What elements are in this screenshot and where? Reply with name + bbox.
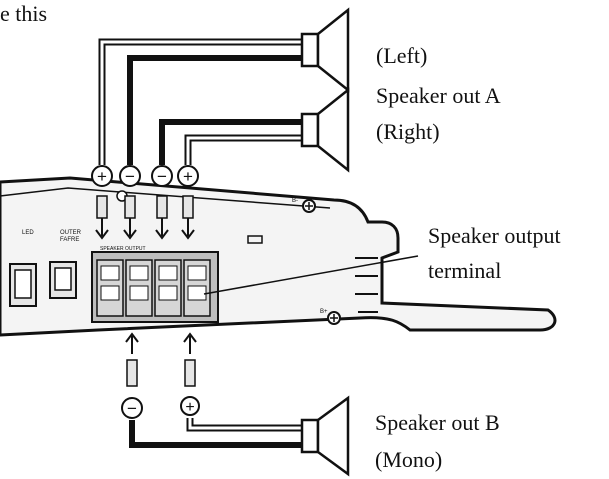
svg-text:+: + <box>183 167 193 186</box>
svg-text:B+: B+ <box>320 309 328 315</box>
terminal-cell <box>96 259 124 317</box>
speaker-icon <box>300 7 350 93</box>
svg-text:SPEAKER OUTPUT: SPEAKER OUTPUT <box>100 246 146 252</box>
left-channel-label: (Left) <box>376 43 428 68</box>
svg-text:−: − <box>125 167 135 186</box>
polarity-minus-icon: − <box>151 165 173 187</box>
polarity-plus-icon: + <box>91 165 113 187</box>
svg-text:LED: LED <box>22 230 34 236</box>
polarity-plus-icon: + <box>177 165 199 187</box>
svg-text:OUTER: OUTER <box>60 230 82 236</box>
polarity-minus-icon: − <box>121 397 143 419</box>
svg-text:+: + <box>185 399 194 416</box>
terminal-leader-line <box>203 255 419 295</box>
svg-text:+: + <box>97 167 107 186</box>
speaker-icon <box>300 395 350 477</box>
svg-text:−: − <box>157 167 167 186</box>
terminal-cell <box>154 259 182 317</box>
svg-text:B-: B- <box>292 198 298 204</box>
spade-connector-bottom <box>125 332 197 387</box>
polarity-minus-icon: − <box>119 165 141 187</box>
spade-connector-top <box>95 195 195 240</box>
mono-channel-label: (Mono) <box>375 447 443 472</box>
speaker-out-a-label: Speaker out A <box>376 83 501 108</box>
speaker-output-terminal-label-line1: Speaker output <box>428 223 561 248</box>
speaker-output-terminal-label-line2: terminal <box>428 258 502 283</box>
speaker-output-terminal-block: SPEAKER OUTPUT <box>91 246 219 323</box>
svg-text:−: − <box>127 399 137 418</box>
terminal-cell <box>125 259 153 317</box>
right-channel-label: (Right) <box>376 119 440 144</box>
svg-text:FAFRE: FAFRE <box>60 237 79 243</box>
terminal-cell <box>183 259 211 317</box>
header-fragment: e this <box>0 1 48 26</box>
mono-speaker-wires <box>129 418 302 448</box>
polarity-plus-icon: + <box>180 396 200 416</box>
speaker-icon <box>300 87 350 173</box>
speaker-out-b-label: Speaker out B <box>375 410 500 435</box>
right-speaker-wires <box>159 119 302 165</box>
left-speaker-wires <box>98 38 302 165</box>
